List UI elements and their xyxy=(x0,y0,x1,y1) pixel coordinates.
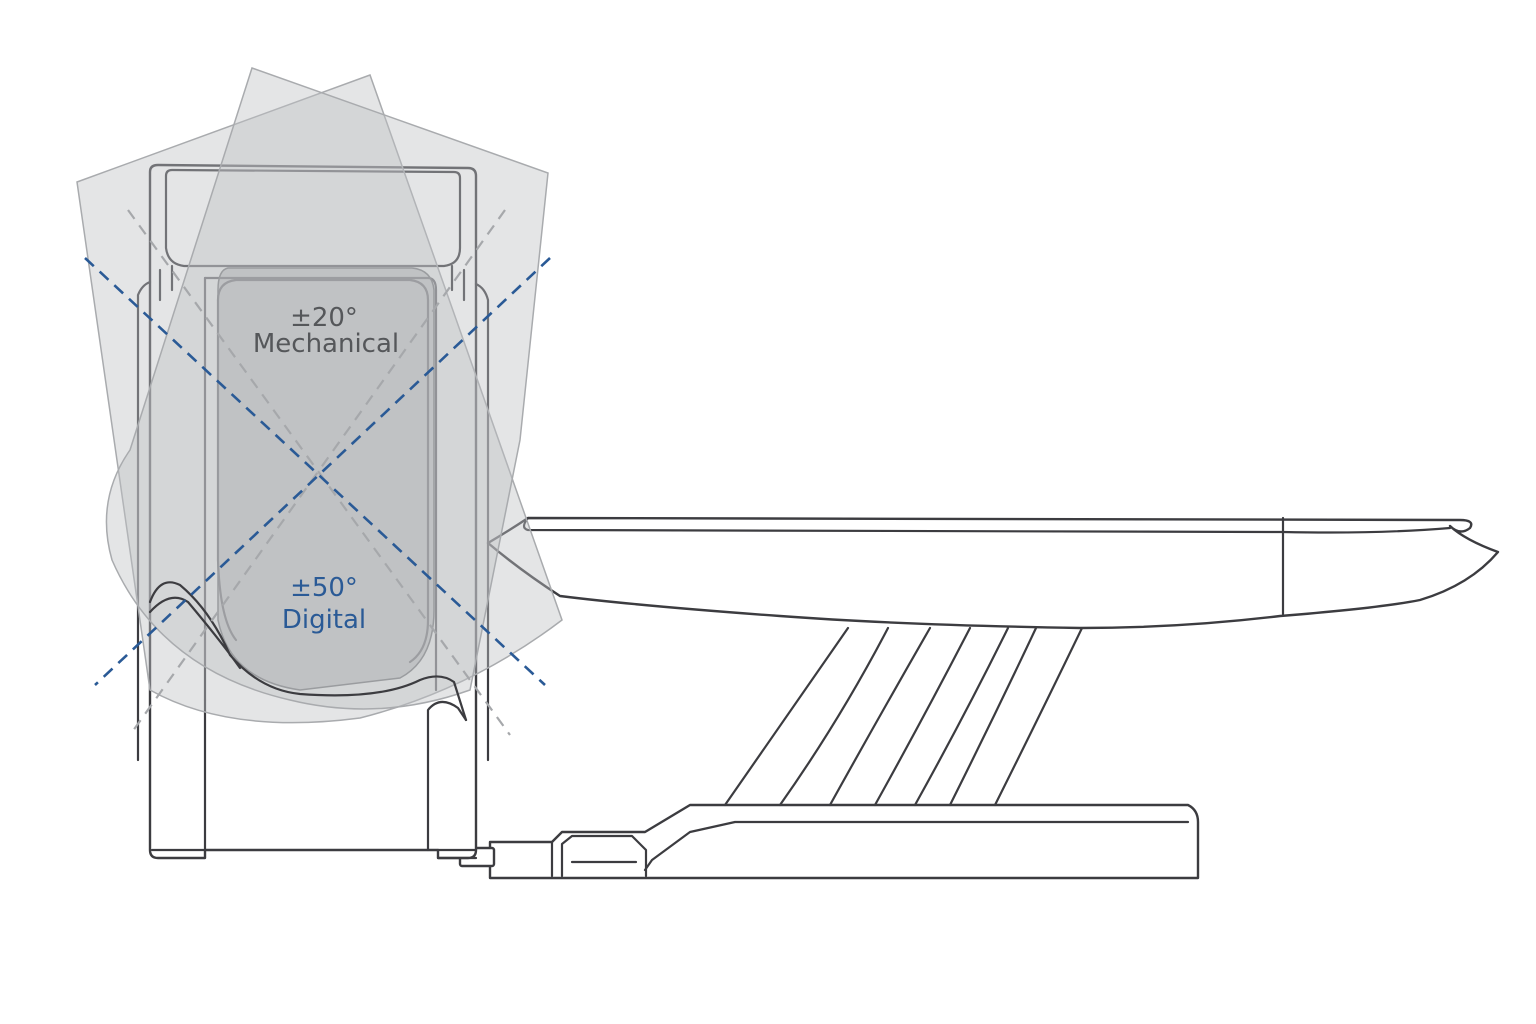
mechanical-caption-label: Mechanical xyxy=(253,329,399,359)
gantry-side-rail-right xyxy=(450,264,466,302)
connector-block xyxy=(550,834,648,878)
base-inner-step xyxy=(643,820,1190,872)
digital-axis-left xyxy=(84,257,546,686)
gantry-foot-right xyxy=(436,848,478,860)
slide-table-assembly xyxy=(458,516,1500,880)
table-top-edge xyxy=(522,516,1452,534)
tilt-panel-inner xyxy=(217,267,435,691)
mechanical-axis-left xyxy=(127,209,511,736)
digital-axis-lines xyxy=(84,257,551,686)
gantry-side-right xyxy=(426,282,490,852)
gantry-side-rail-left xyxy=(158,264,174,302)
mechanical-axis-lines xyxy=(127,209,511,736)
table-top xyxy=(486,516,1500,630)
gantry-side-left xyxy=(136,280,207,852)
base-plate xyxy=(488,803,1200,880)
mechanical-tilt-panels xyxy=(76,67,563,724)
tilt-panel-front xyxy=(105,67,549,710)
mechanical-axis-right xyxy=(129,209,506,736)
gantry-top-lid xyxy=(164,168,462,268)
digital-angle-label: ±50° xyxy=(290,573,358,603)
mechanical-angle-label: ±20° xyxy=(290,303,358,333)
gantry-bore-curve xyxy=(148,581,468,722)
digital-caption-label: Digital xyxy=(282,605,366,635)
digital-axis-right xyxy=(94,257,551,686)
support-struts xyxy=(723,626,1084,807)
gantry-inner-panel xyxy=(203,276,438,692)
